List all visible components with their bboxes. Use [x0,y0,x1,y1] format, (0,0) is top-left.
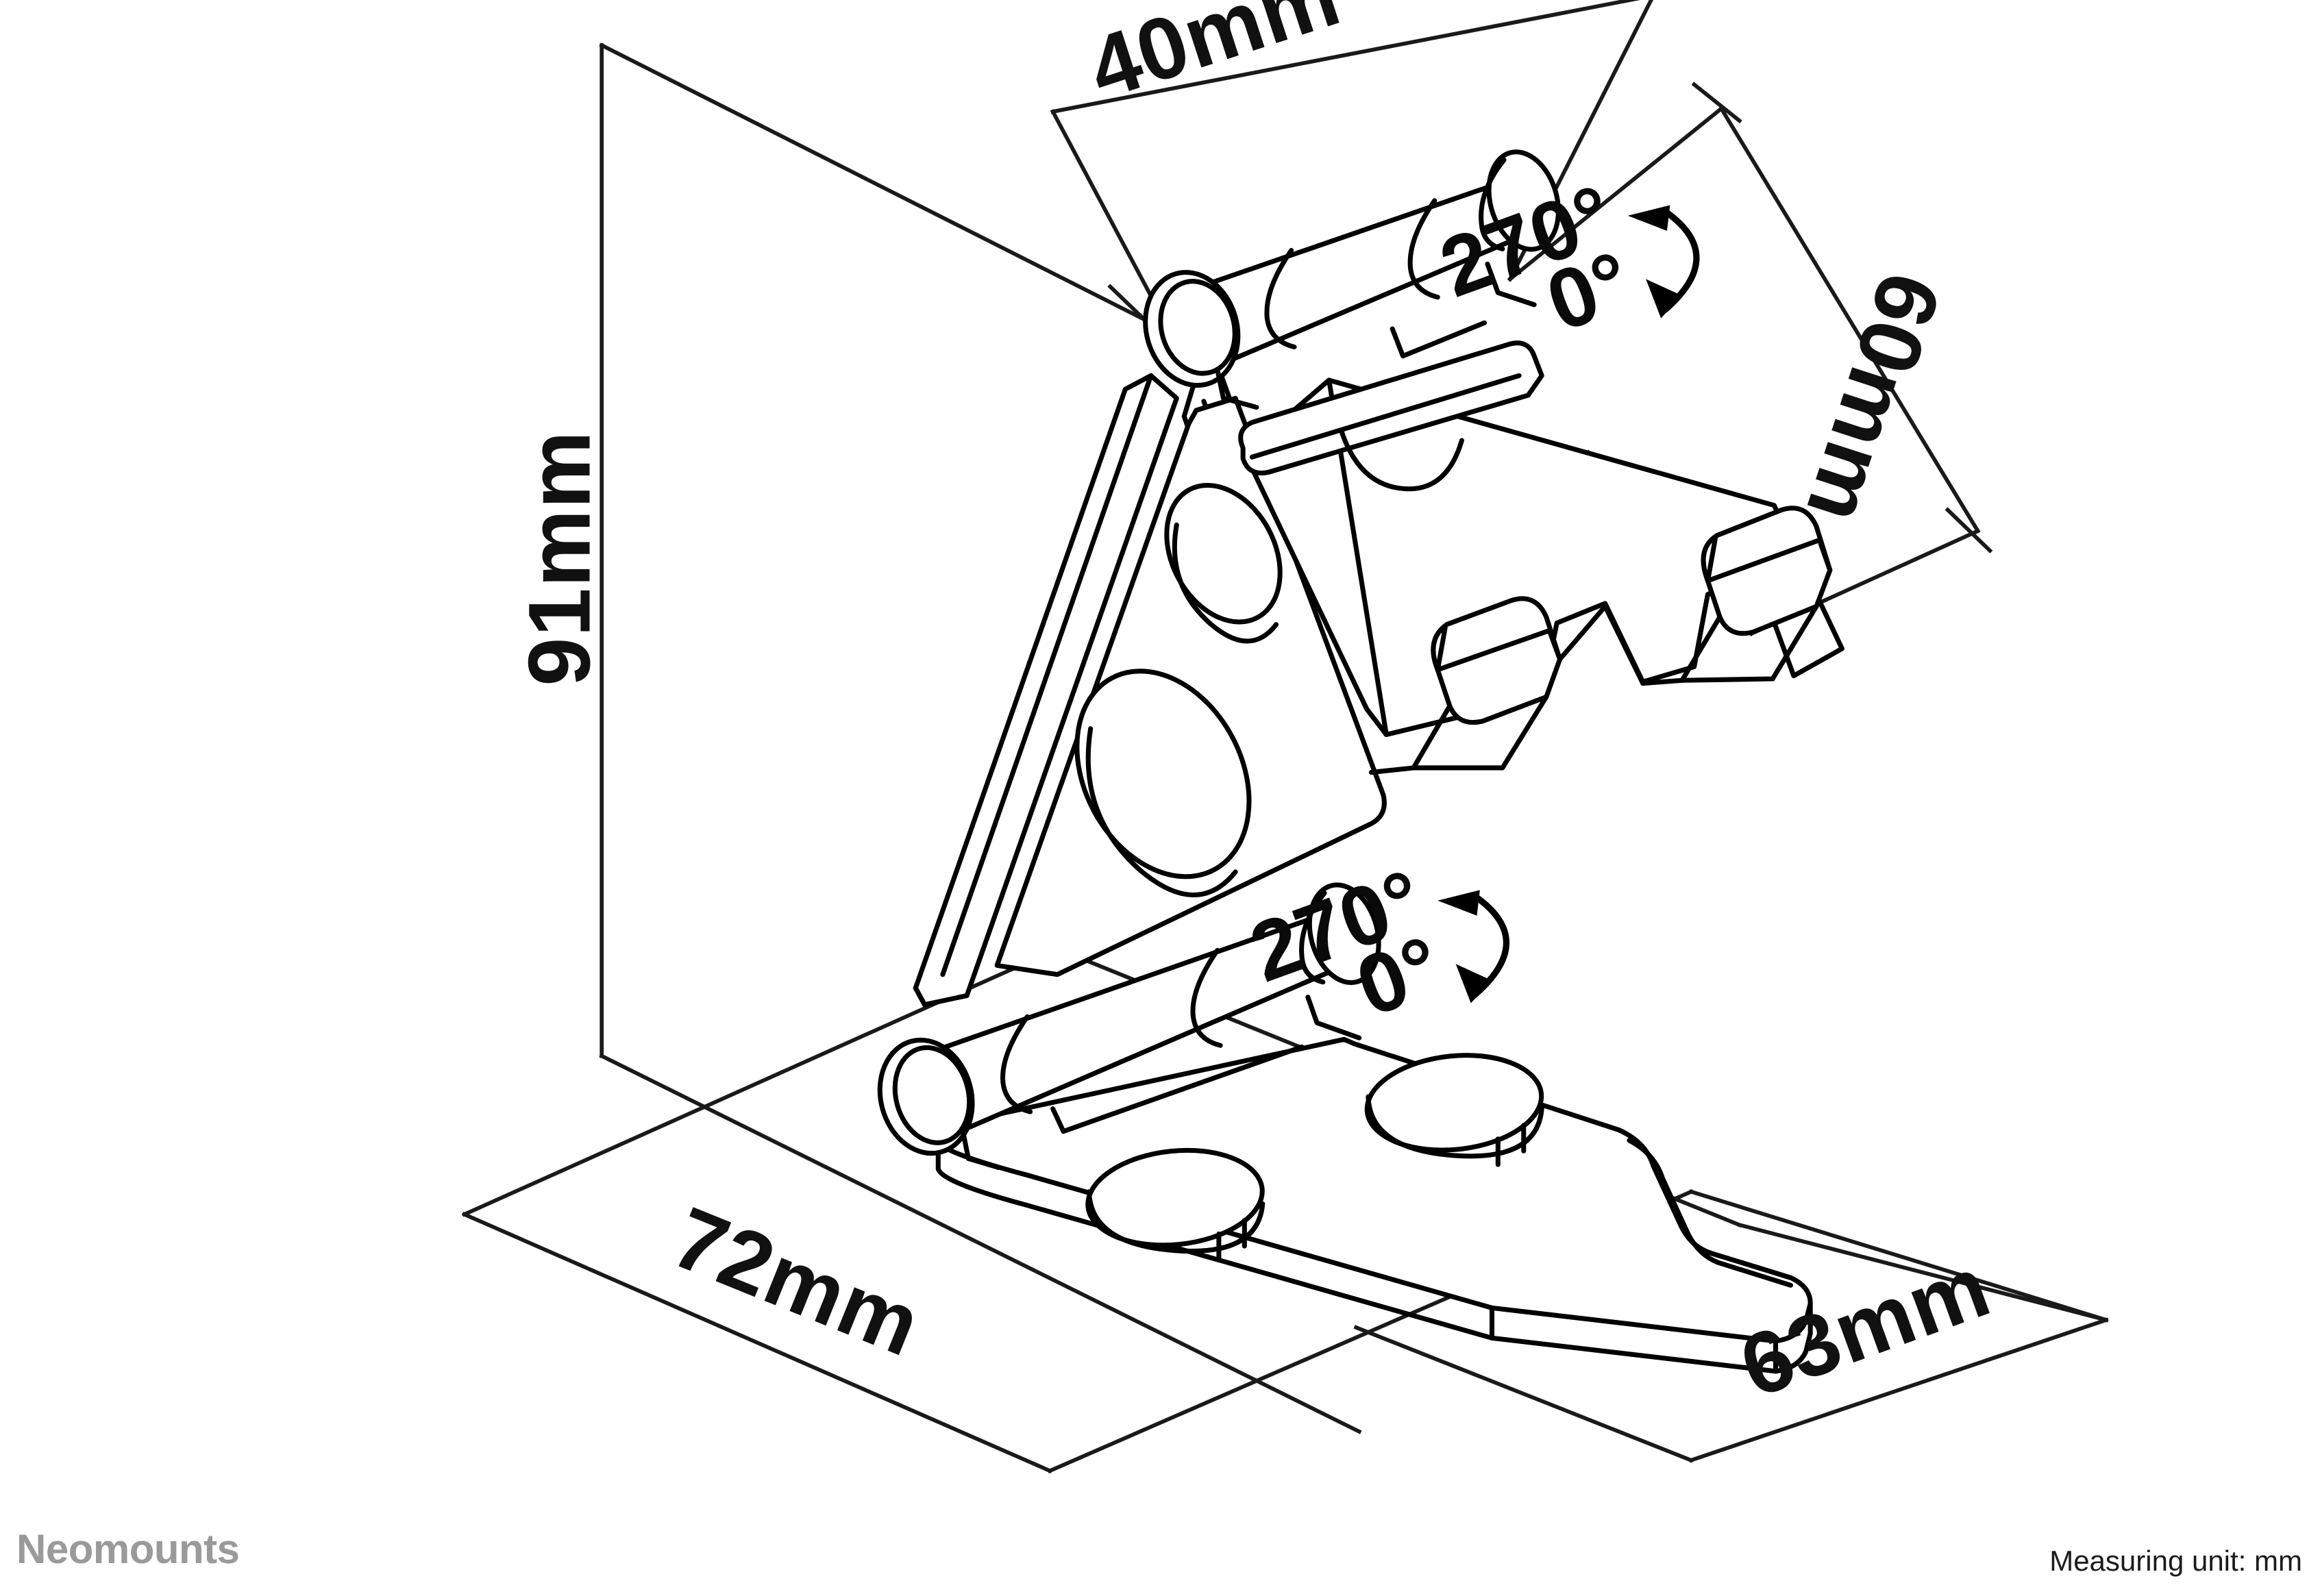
base-hole-left-wall [1086,1189,1266,1254]
base-plate-notch-inner [1616,1127,1794,1280]
support-hook-right [1701,506,1833,636]
lower-hinge-tab-left [959,1125,1001,1171]
leg-oval-hole-large [1074,669,1252,880]
support-hook-left-top [1435,628,1563,673]
support-hook-right-stem-2 [1679,603,1819,683]
lower-rotation-arrow-top [1437,890,1480,916]
upper-rotation-arrow-bottom [1646,279,1682,319]
product-geometry [877,149,1844,1374]
dim-label-63mm: 63mm [1728,1237,2002,1417]
lower-hinge-tab-right [1305,995,1362,1040]
rotation-arrows [1437,205,1700,1003]
support-plate-notch [1557,603,1646,686]
upper-rotation-arrow-top [1627,205,1670,231]
dim-label-91mm: 91mm [511,430,609,686]
a-frame-left-strut-foot [913,985,927,1008]
brand-logo-text: Neomounts [16,1526,240,1572]
dim-line-base-right [1688,1317,2109,1463]
upper-hinge-tab-right [1485,261,1537,308]
dim-line-base-bottom-right [1353,1325,1694,1463]
lower-barrel-end-cap [877,1037,975,1156]
dim-label-40mm: 40mm [1077,0,1350,118]
upper-barrel-seam-1 [1264,248,1297,350]
base-plate [935,1036,1813,1374]
support-hook-right-top [1705,537,1833,584]
sheet-footer: Neomounts Measuring unit: mm [0,1493,2320,1596]
base-hole-left-top [1085,1147,1265,1248]
dim-leader-top-plate [599,42,1151,324]
dim-tick-60mm-top [1691,82,1742,124]
upper-barrel-seam-2 [1407,198,1440,300]
a-frame-left-strut-inner [940,373,1154,977]
base-hole-right-top [1364,1053,1544,1153]
a-frame-leg [913,373,1387,1008]
upper-barrel-right-cap-rim [1479,157,1507,251]
lower-rotation-arrow-bottom [1455,964,1492,1003]
dim-box-60mm-right [1718,105,1981,534]
upper-hinge-bridge [1390,320,1488,359]
upper-hinge-tab-left [1215,367,1259,410]
lower-barrel-right-cap-rim [1299,890,1327,985]
lower-barrel-seam-1 [1000,1014,1033,1114]
dim-label-72mm: 72mm [660,1188,934,1375]
upper-barrel-end-cap [1143,270,1241,388]
tablet-support-plate [1238,340,1844,775]
support-hook-right-lip [1705,536,1718,584]
dim-line-base-right-up [1737,1222,2109,1323]
support-plate-ledge-cut [1338,427,1464,492]
leg-oval-hole-large-wall [1085,726,1238,898]
dim-tick-60mm-bottom [1945,507,1993,553]
upper-hinge-barrel [1143,149,1561,410]
measuring-unit-note: Measuring unit: mm [2049,1545,2302,1577]
lower-barrel-seam-2 [1190,947,1223,1048]
support-hook-left-stem-2 [1411,694,1549,771]
dim-line-72mm [461,1212,1053,1473]
upper-barrel-end-cap-inner [1158,279,1237,376]
base-plate-notch-shadow [1627,1138,1794,1288]
lower-hinge-barrel [877,882,1381,1171]
base-hole-right-wall [1366,1094,1544,1159]
dim-label-60mm: 60mm [1787,262,1959,535]
dim-box-60mm-top [1507,105,1725,282]
dim-box-40mm [1050,0,1641,114]
support-plate-ledge [1238,340,1544,476]
lower-barrel-right-cap [1307,882,1381,986]
base-plate-front-edge [935,1139,1813,1374]
upper-barrel-right-cap [1486,149,1561,252]
dim-line-63mm-outer [1688,1189,2109,1323]
support-plate-ledge-inner [1249,373,1522,460]
leg-oval-hole-small-wall [1172,522,1279,644]
dim-leader-base-left [599,1053,1362,1434]
support-hook-left [1431,596,1563,725]
lower-barrel-end-cap-inner [892,1045,972,1145]
lower-hinge-bridge [1050,1044,1305,1134]
support-hook-left-lip [1435,625,1448,673]
